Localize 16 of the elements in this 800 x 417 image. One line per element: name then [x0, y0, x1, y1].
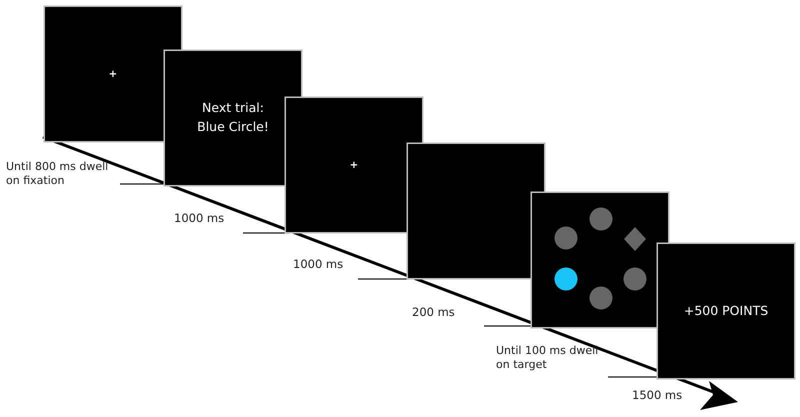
blank-screen [408, 144, 544, 278]
screen [286, 98, 422, 232]
duration-label: Until 100 ms dwell on target [496, 344, 600, 372]
duration-label: 1000 ms [174, 211, 224, 226]
screen [165, 51, 301, 185]
fixation-cross: + [108, 68, 118, 82]
duration-label: 1000 ms [293, 257, 344, 272]
screen [45, 7, 181, 141]
duration-label: 200 ms [412, 305, 455, 320]
duration-label: Until 800 ms dwell on fixation [6, 160, 110, 188]
screen-text: +500 POINTS [684, 302, 768, 320]
fixation-cross: + [350, 158, 358, 172]
duration-label: 1500 ms [632, 388, 682, 402]
screen-text: Next trial: Blue Circle! [196, 99, 270, 136]
search-display-screen [532, 193, 668, 327]
screen [658, 244, 794, 378]
